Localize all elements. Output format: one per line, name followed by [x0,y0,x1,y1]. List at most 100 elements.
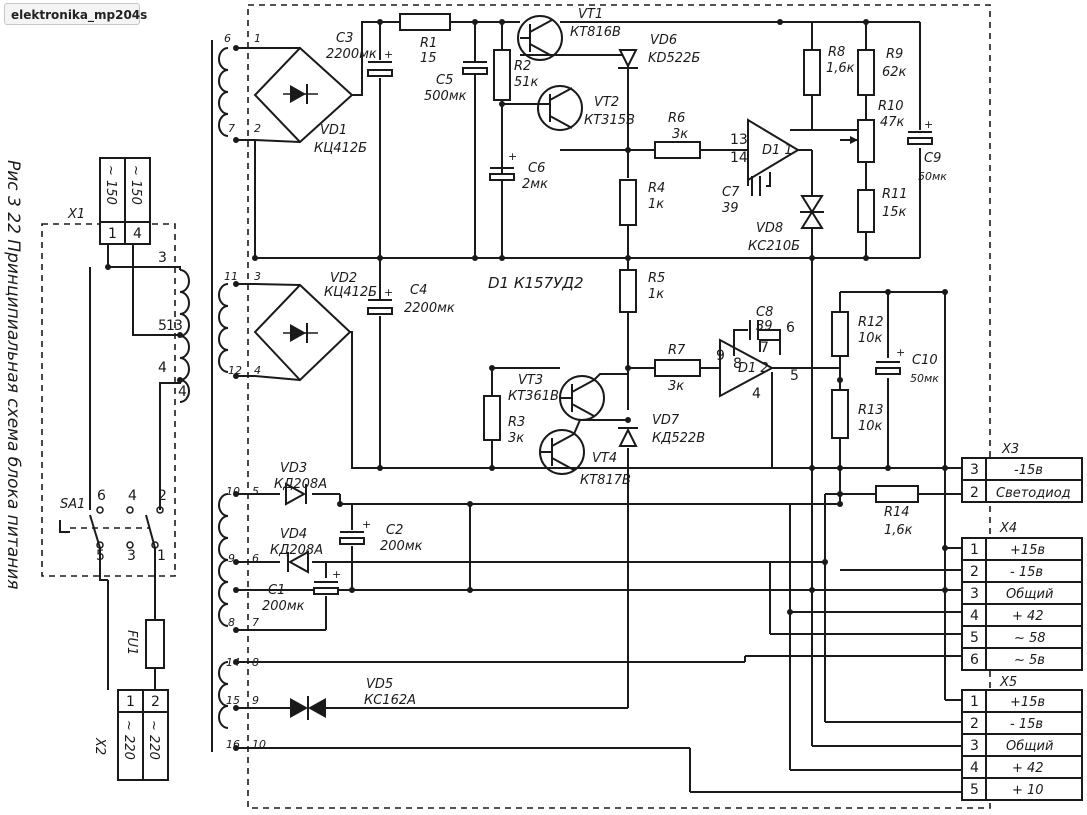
svg-text:+: + [924,118,933,131]
vt3-part: КТ361В [508,389,559,404]
d12-pin-7: 7 [760,340,769,356]
x3-ref: X3 [1001,442,1019,457]
capacitor-c4: + C4 2200мк [367,283,455,316]
svg-text:+: + [508,150,517,163]
vt4-part: КТ817В [580,473,631,488]
resistor-r2: R2 51к [493,49,539,101]
r3-ref: R3 [508,415,525,430]
switch-sa1[interactable]: SA1 6 4 2 5 3 1 [59,488,167,581]
middle-wiring [236,258,948,708]
r13-value: 10к [858,419,883,434]
r2-ref: R2 [514,59,531,74]
x2-pin-2: 2 [151,694,160,710]
vd5-ref: VD5 [366,677,393,692]
resistor-r11: R11 15к [857,187,908,258]
resistor-r4: R4 1к [619,179,665,226]
connector-x2: 1 2 ~ 220 ~ 220 X2 [92,689,169,781]
bridge-vd1: VD1 КЦ412Б [253,46,367,156]
transformer-primary: 3 5 1 3 4 4 [158,250,190,403]
secondary-coils [218,47,229,729]
c1-ref: C1 [268,583,285,598]
x4-sig-2: - 15в [1010,565,1043,580]
vd2-ref: VD2 [330,271,357,286]
primary-pin-5: 5 [158,318,167,334]
resistor-r12: R12 10к [831,311,884,357]
x4-sig-1: +15в [1010,543,1045,558]
r14-value: 1,6к [884,523,913,538]
svg-text:+: + [332,568,341,581]
primary-pin-1: 1 [166,318,175,334]
r10-value: 47к [880,115,905,130]
c3-value: 2200мк [326,47,377,62]
x5-sig-1: +15в [1010,695,1045,710]
d12-ref: D1 2 [738,361,769,376]
capacitor-c1: + C1 200мк [262,568,341,614]
c9-value: 50мк [918,170,947,183]
c8-value: 39 [756,319,773,334]
c6-value: 2мк [522,177,548,192]
resistor-r5: R5 1к [619,269,665,313]
d12-pin-8: 8 [733,356,742,372]
vd1-part: КЦ412Б [314,141,367,156]
svg-text:+: + [896,346,905,359]
sec-15: 15 [226,694,240,707]
figure-caption: Рис 3 22 Принципиальная схема блока пита… [3,160,23,590]
c10-value: 50мк [910,372,939,385]
d12-pin-4: 4 [752,386,761,402]
diode-vd6: VD6 KD522Б [618,33,700,69]
x2-pin-1: 1 [126,694,135,710]
bridge-vd2: VD2 КЦ412Б [253,271,377,382]
transistor-vt3: VT3 КТ361В [508,373,628,421]
c5-value: 500мк [424,89,467,104]
r13-ref: R13 [858,403,884,418]
x4-sig-5: ~ 58 [1014,631,1046,646]
c2-value: 200мк [380,539,423,554]
d11-ref: D1 1 [762,143,793,158]
bottom-wiring [233,45,945,751]
r2-value: 51к [514,75,539,90]
sec-6: 6 [224,32,231,45]
capacitor-c7: C7 39 [722,172,771,216]
c3-ref: C3 [336,31,353,46]
primary-pin-4b: 4 [178,384,187,400]
x5-n-4: 4 [970,760,979,776]
sec-5: 5 [252,485,259,498]
vd1-ref: VD1 [320,123,347,138]
sec-10b: 10 [252,738,266,751]
diode-vd7: VD7 КД522В [618,413,705,447]
r6-value: 3к [672,127,688,142]
x2-label-2: ~ 220 [146,720,161,760]
switch-pin-4: 4 [128,488,137,504]
vd6-part: KD522Б [648,51,700,66]
r12-ref: R12 [858,315,884,330]
x4-sig-3: Общий [1006,587,1053,602]
sec-9: 9 [228,552,235,565]
sec-9b: 9 [252,694,259,707]
x5-n-1: 1 [970,694,979,710]
r8-ref: R8 [828,45,845,60]
c4-value: 2200мк [404,301,455,316]
zener-vd8: VD8 КС210Б [748,150,824,258]
svg-text:+: + [362,518,371,531]
x2-label-1: ~ 220 [121,720,136,760]
r1-ref: R1 [420,36,437,51]
r8-value: 1,6к [826,61,855,76]
sec-3: 3 [254,270,261,283]
vd4-ref: VD4 [280,527,307,542]
r11-ref: R11 [882,187,908,202]
transistor-vt4: VT4 КТ817В [539,419,631,488]
vd7-part: КД522В [652,431,705,446]
vd8-ref: VD8 [756,221,783,236]
zener-vd5: VD5 КС162А [290,677,416,720]
d11-pin-14: 14 [730,150,748,166]
switch-pin-6: 6 [97,488,106,504]
switch-pin-1: 1 [157,548,166,564]
r10-ref: R10 [878,99,904,114]
r14-ref: R14 [884,505,910,520]
r5-value: 1к [648,287,664,302]
x1-label-2: ~ 150 [128,165,143,205]
r5-ref: R5 [648,271,665,286]
x4-sig-4: + 42 [1012,609,1044,624]
c8-ref: C8 [756,305,773,320]
